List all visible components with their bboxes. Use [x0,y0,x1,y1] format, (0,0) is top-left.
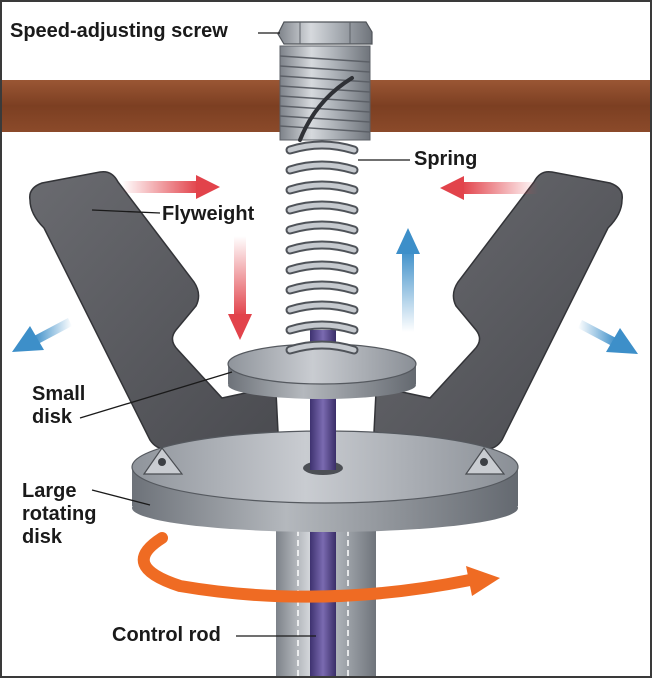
label-control-rod: Control rod [110,624,223,647]
red-arrow-left-outward [122,175,220,199]
red-arrow-right-inward [440,176,538,200]
label-small-disk-line2: disk [32,406,73,428]
right-flyweight [373,170,623,450]
label-large-rotating-disk-line3: disk [22,526,63,548]
screw-hex-head [277,21,373,45]
label-small-disk: Small disk [30,383,87,429]
left-flyweight [29,170,279,450]
leader-flyweight [91,209,161,214]
spring [285,76,359,355]
orange-rotation-arrow [137,532,500,603]
label-flyweight: Flyweight [160,203,257,226]
small-disk [227,343,417,399]
red-arrow-down [228,236,252,340]
label-spring: Spring [412,148,480,171]
leader-large-rotating-disk [91,489,151,506]
leader-small-disk [79,371,233,419]
right-pivot-bracket [464,446,506,475]
label-small-disk-line1: Small [32,383,86,405]
left-pivot-bracket [142,446,184,475]
large-rotating-disk [131,430,519,532]
label-speed-adjusting-screw: Speed-adjusting screw [8,20,230,43]
leader-lines [79,32,410,637]
label-large-rotating-disk-line2: rotating [22,503,97,525]
blue-arrow-up [396,228,420,332]
blue-arrow-right-down [578,320,638,354]
blue-arrow-left-down [12,318,72,352]
label-large-rotating-disk: Large rotating disk [20,480,98,549]
label-large-rotating-disk-line1: Large [22,480,77,502]
screw-thread [279,45,371,141]
